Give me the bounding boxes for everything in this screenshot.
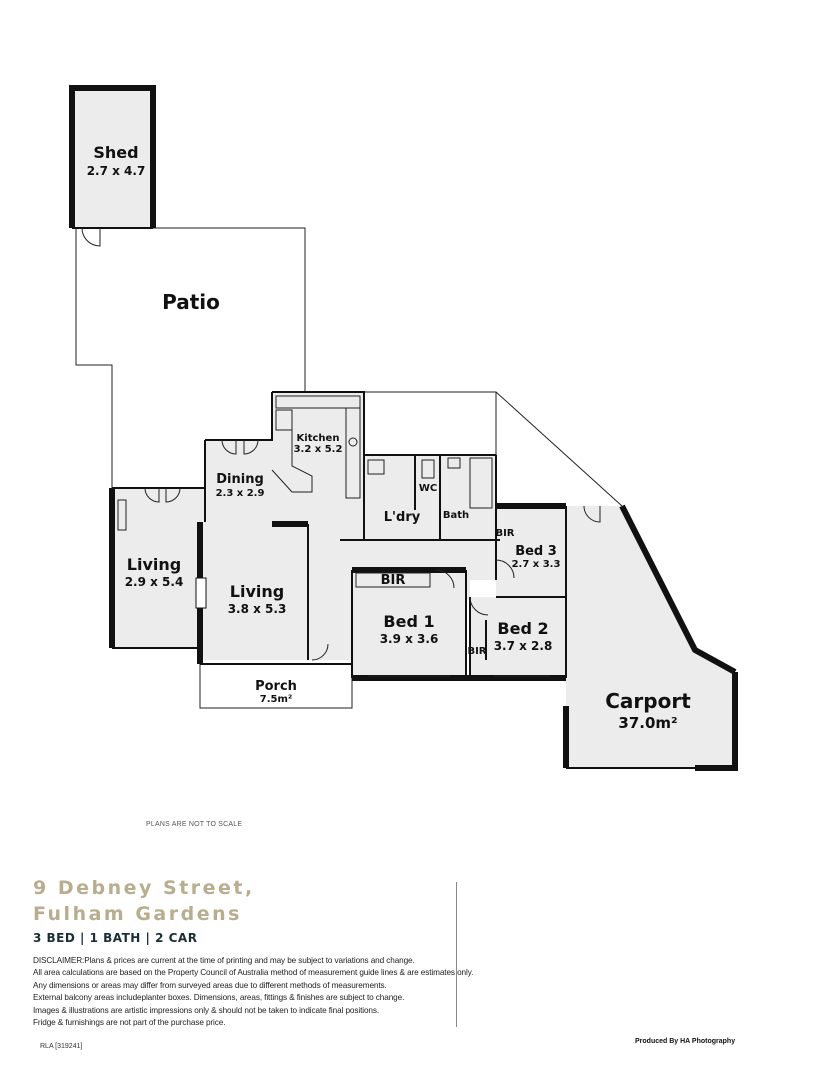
bed2-fill [470, 597, 566, 678]
property-address: 9 Debney Street, Fulham Gardens [33, 875, 255, 927]
dining-size: 2.3 x 2.9 [216, 488, 265, 499]
bed1-fill [352, 570, 466, 678]
wc-bath-fill [415, 455, 496, 540]
shed-door-swing [81, 227, 101, 247]
shed-size: 2.7 x 4.7 [87, 164, 146, 178]
shed-fill [72, 88, 153, 228]
patio-outline-left [75, 228, 113, 488]
kitchen-size: 3.2 x 5.2 [294, 444, 343, 455]
carport-fill [566, 506, 735, 768]
vertical-divider [456, 882, 457, 1027]
shed-label: Shed [93, 143, 138, 162]
bath-label: Bath [443, 510, 469, 521]
disclaimer-line: External balcony areas includeplanter bo… [33, 993, 405, 1003]
plans-not-to-scale-note: PLANS ARE NOT TO SCALE [146, 821, 243, 828]
porch-size: 7.5m² [260, 694, 293, 705]
dining-fill [205, 440, 272, 522]
living-main-size: 3.8 x 5.3 [228, 602, 287, 616]
bed2-label: Bed 2 [497, 619, 548, 638]
patio-label: Patio [162, 290, 220, 314]
bed3-size: 2.7 x 3.3 [512, 559, 561, 570]
address-line-2: Fulham Gardens [33, 903, 242, 925]
bir-bed3-label: BIR [495, 528, 514, 539]
bir-bed2-label: BIR [467, 646, 486, 657]
bed1-size: 3.9 x 3.6 [380, 632, 439, 646]
carport-label: Carport [605, 689, 691, 713]
disclaimer-line: Fridge & furnishings are not part of the… [33, 1018, 226, 1028]
living-left-label: Living [127, 555, 181, 574]
wc-label: WC [419, 483, 437, 494]
rla-number: RLA [319241] [40, 1043, 83, 1050]
porch-outline [199, 664, 353, 709]
living-left-fill [110, 488, 205, 648]
kitchen-fill [272, 392, 364, 540]
disclaimer-line: DISCLAIMER:Plans & prices are current at… [33, 956, 415, 965]
porch-label: Porch [255, 679, 297, 694]
living-left-size: 2.9 x 5.4 [125, 575, 184, 589]
address-line-1: 9 Debney Street, [33, 877, 255, 899]
produced-by: Produced By HA Photography [635, 1038, 736, 1045]
disclaimer-line: All area calculations are based on the P… [33, 968, 474, 978]
disclaimer: DISCLAIMER:Plans & prices are current at… [33, 955, 474, 1029]
disclaimer-line: Images & illustrations are artistic impr… [33, 1005, 380, 1015]
property-stats: 3 BED | 1 BATH | 2 CAR [33, 931, 198, 945]
bed3-label: Bed 3 [515, 544, 557, 559]
bir-bed1-label: BIR [381, 573, 406, 588]
disclaimer-line: Any dimensions or areas may differ from … [33, 980, 387, 990]
bed2-size: 3.7 x 2.8 [494, 639, 553, 653]
bed1-label: Bed 1 [383, 612, 434, 631]
dining-label: Dining [216, 472, 264, 487]
living-main-label: Living [230, 582, 284, 601]
carport-size: 37.0m² [618, 714, 677, 732]
laundry-label: L'dry [384, 510, 421, 525]
kitchen-label: Kitchen [297, 433, 340, 444]
